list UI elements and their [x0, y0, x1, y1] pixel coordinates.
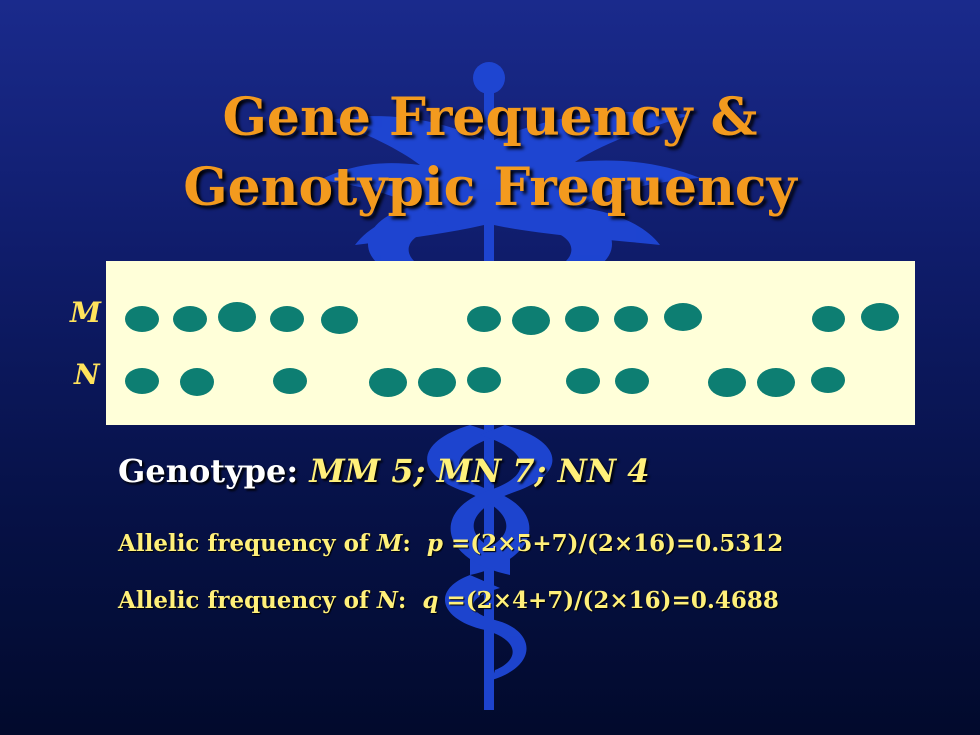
- allele-dot-m: [565, 306, 599, 332]
- allele-dot-m: [321, 306, 358, 334]
- allele-dot-m: [467, 306, 501, 332]
- genotype-nn: NN 4: [557, 452, 650, 490]
- freq-n-allele: N: [376, 587, 398, 614]
- allele-dot-n: [566, 368, 600, 394]
- allele-dot-n: [708, 368, 746, 397]
- allele-dot-m: [664, 303, 702, 331]
- freq-n-symbol: q: [422, 587, 439, 614]
- allele-dot-m: [512, 306, 550, 335]
- allele-dot-n: [811, 367, 845, 393]
- row-label-m: M: [70, 296, 101, 329]
- allele-dot-m: [270, 306, 304, 332]
- slide-title-line1: Gene Frequency &: [222, 87, 758, 148]
- allelic-frequency-n: Allelic frequency of N: q =(2×4+7)/(2×16…: [118, 587, 779, 614]
- allele-dot-n: [369, 368, 407, 397]
- allele-dot-m: [861, 303, 899, 331]
- allele-dot-n: [418, 368, 456, 397]
- allele-dot-panel: [106, 261, 915, 425]
- freq-m-formula: =(2×5+7)/(2×16)=0.5312: [450, 530, 784, 557]
- freq-n-sep: :: [397, 587, 407, 614]
- allele-dot-n: [615, 368, 649, 394]
- allele-dot-m: [614, 306, 648, 332]
- freq-m-symbol: p: [426, 530, 443, 557]
- genotype-summary: Genotype: MM 5; MN 7; NN 4: [118, 452, 650, 490]
- allele-dot-m: [812, 306, 845, 332]
- allele-dot-n: [125, 368, 159, 394]
- freq-m-sep: :: [402, 530, 411, 557]
- allele-dot-n: [467, 367, 501, 393]
- allelic-frequency-m: Allelic frequency of M: p =(2×5+7)/(2×16…: [118, 530, 783, 557]
- allele-dot-n: [180, 368, 214, 396]
- freq-n-formula: =(2×4+7)/(2×16)=0.4688: [446, 587, 779, 614]
- allele-dot-n: [273, 368, 307, 394]
- freq-n-prefix: Allelic frequency of: [118, 587, 377, 614]
- slide-title-line2: Genotypic Frequency: [183, 157, 797, 218]
- freq-m-allele: M: [376, 530, 403, 557]
- genotype-label: Genotype:: [118, 452, 299, 490]
- allele-dot-m: [125, 306, 159, 332]
- genotype-mm: MM 5;: [309, 452, 426, 490]
- freq-m-prefix: Allelic frequency of: [118, 530, 377, 557]
- allele-dot-m: [173, 306, 207, 332]
- allele-dot-m: [218, 302, 256, 332]
- row-label-n: N: [74, 358, 100, 391]
- genotype-mn: MN 7;: [436, 452, 547, 490]
- allele-dot-n: [757, 368, 795, 397]
